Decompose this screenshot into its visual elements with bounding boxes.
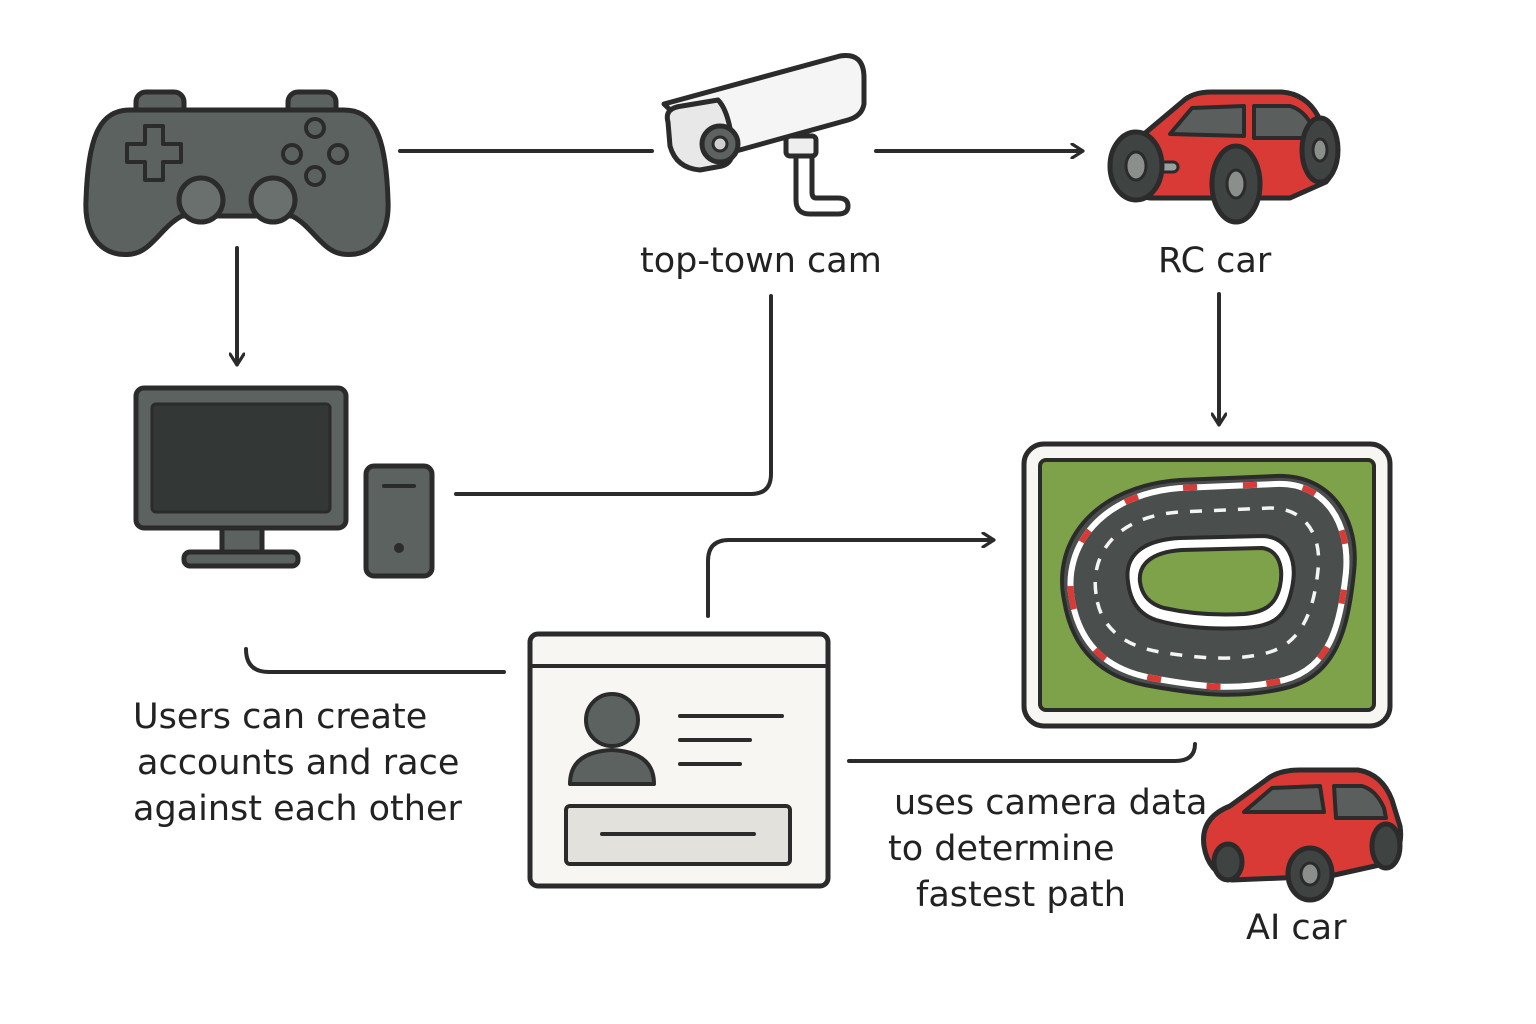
desktop-computer-icon <box>133 385 435 579</box>
users-note-line-3: against each other <box>133 789 462 829</box>
security-camera-icon <box>661 52 867 217</box>
ai-note-line-2: to determine <box>888 829 1115 869</box>
users-note-line <box>244 647 506 674</box>
rc-car-label: RC car <box>1158 241 1272 281</box>
gamepad-icon <box>83 89 391 258</box>
ai-note-line-3: fastest path <box>916 875 1126 915</box>
ai-car-label: AI car <box>1246 908 1347 948</box>
users-note: Users can create accounts and race again… <box>133 694 462 832</box>
users-note-line-1: Users can create <box>133 697 428 737</box>
users-note-line-2: accounts and race <box>137 743 460 783</box>
profile-ai-line <box>847 742 1197 763</box>
race-track-icon <box>1021 441 1393 729</box>
user-profile-card-icon <box>527 631 831 889</box>
ai-note: uses camera data to determine fastest pa… <box>888 780 1207 918</box>
camera-label: top-town cam <box>640 241 882 281</box>
ai-note-line-1: uses camera data <box>894 783 1208 823</box>
rc-car-icon <box>1107 89 1341 225</box>
profile-track-arrow <box>706 540 993 618</box>
camera-computer-line <box>454 294 773 496</box>
ai-car-icon <box>1201 767 1404 903</box>
